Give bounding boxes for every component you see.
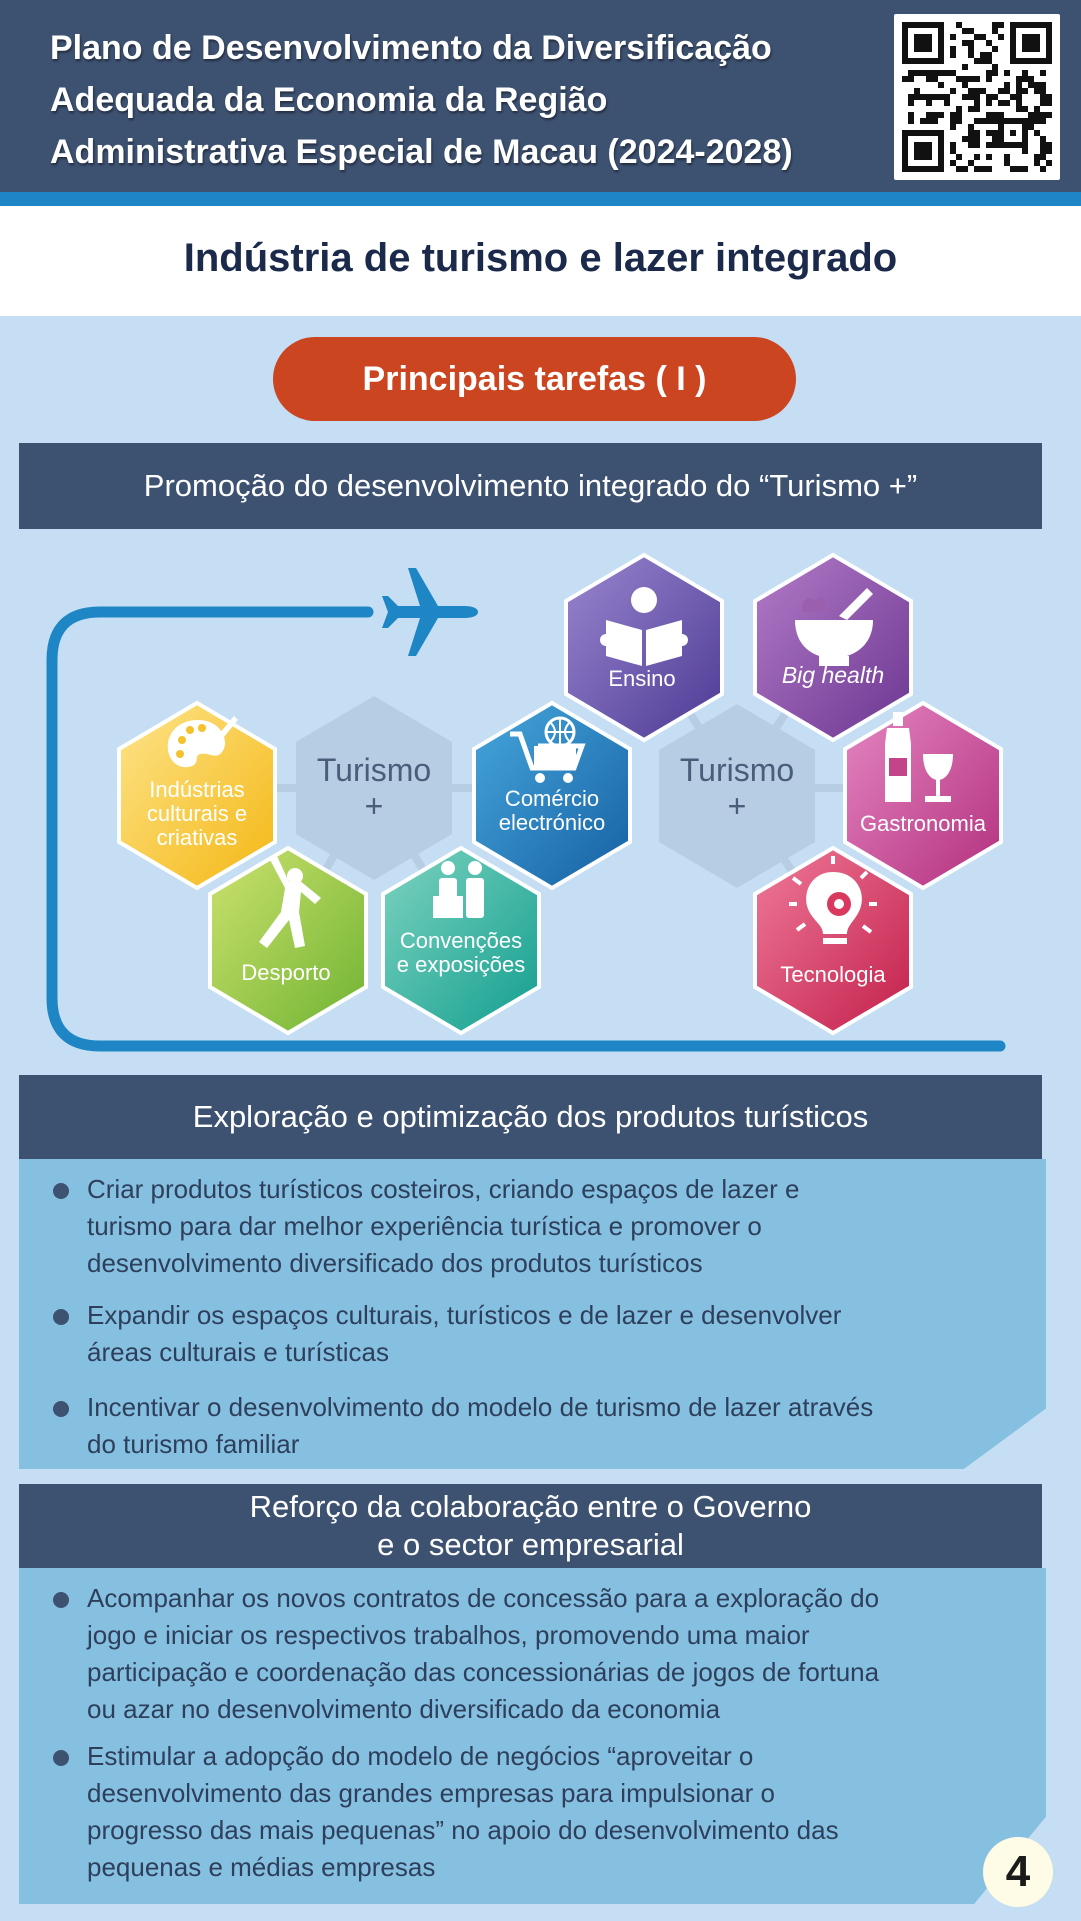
bullet-line: turismo para dar melhor experiência turí… <box>87 1211 762 1241</box>
tourism-plus-diagram: Turismo + Turismo + Indústrias culturais… <box>0 540 1081 1070</box>
cart-icon <box>510 716 586 783</box>
turismo-hub-left <box>296 696 452 880</box>
label-big-health: Big health <box>782 663 884 687</box>
label-tecnologia: Tecnologia <box>780 963 885 987</box>
hub-label-line: Turismo <box>679 752 795 788</box>
label-line: Big health <box>781 662 885 688</box>
label-line: Tecnologia <box>780 962 886 987</box>
bullet-line: Incentivar o desenvolvimento do modelo d… <box>87 1392 874 1422</box>
bullet-line: ou azar no desenvolvimento diversificado… <box>87 1694 721 1724</box>
label-line: e exposições <box>396 952 526 977</box>
bullet-line: Expandir os espaços culturais, turístico… <box>87 1300 842 1330</box>
hub-label-line: + <box>727 788 747 824</box>
main-tasks-pill: Principais tarefas ( I ) <box>273 337 796 421</box>
bullet-line: progresso das mais pequenas” no apoio do… <box>87 1815 839 1845</box>
turismo-hub-left-label: Turismo + <box>317 752 431 824</box>
label-line: Ensino <box>608 666 676 691</box>
bullet-line: participação e coordenação das concessio… <box>87 1657 880 1687</box>
hub-label-line: Turismo <box>316 752 432 788</box>
bullet-line: áreas culturais e turísticas <box>87 1337 390 1367</box>
label-cultural: Indústrias culturais e criativas <box>147 778 247 850</box>
bullet-item: Acompanhar os novos contratos de concess… <box>53 1580 1017 1728</box>
label-line: criativas <box>156 825 238 850</box>
label-desporto: Desporto <box>241 961 330 985</box>
hub-label-line: + <box>364 788 384 824</box>
bullet-item: Incentivar o desenvolvimento do modelo d… <box>53 1389 1017 1463</box>
bulb-gear-icon <box>789 856 877 944</box>
section-title: Indústria de turismo e lazer integrado <box>183 236 898 280</box>
qr-code-image <box>902 22 1052 172</box>
turismo-hub-right <box>659 704 815 888</box>
bullet-line: Estimular a adopção do modelo de negócio… <box>87 1741 754 1771</box>
bullet-line: Acompanhar os novos contratos de concess… <box>87 1583 880 1613</box>
bullet-line: pequenas e médias empresas <box>87 1852 436 1882</box>
label-line: Indústrias <box>149 777 245 802</box>
bullet-line: desenvolvimento diversificado dos produt… <box>87 1248 703 1278</box>
airplane-icon <box>382 568 478 656</box>
hex-cultural <box>117 700 277 891</box>
label-ensino: Ensino <box>608 667 675 691</box>
qr-code[interactable] <box>894 14 1060 180</box>
label-gastronomia: Gastronomia <box>860 812 986 836</box>
title-band <box>0 206 1081 316</box>
subsection-3-panel: Acompanhar os novos contratos de concess… <box>19 1568 1046 1904</box>
hex-convencoes <box>381 845 541 1036</box>
wine-icon <box>885 712 953 802</box>
athlete-icon <box>259 856 321 948</box>
subsection-3-title: Reforço da colaboração entre o Governo e… <box>19 1484 1042 1568</box>
title-line: Adequada da Economia da Região <box>50 81 608 119</box>
diagram-graphics <box>46 552 1006 1052</box>
subsection-2-title: Exploração e optimização dos produtos tu… <box>19 1075 1042 1159</box>
title-line: e o sector empresarial <box>377 1527 684 1562</box>
bullet-item: Estimular a adopção do modelo de negócio… <box>53 1738 1017 1886</box>
title-line: Plano de Desenvolvimento da Diversificaç… <box>50 29 772 67</box>
label-line: Desporto <box>241 960 331 985</box>
bullet-line: desenvolvimento das grandes empresas par… <box>87 1778 775 1808</box>
meeting-icon <box>433 861 484 918</box>
turismo-hub-right-label: Turismo + <box>680 752 794 824</box>
hex-comercio <box>472 700 632 891</box>
hex-ensino <box>564 552 724 743</box>
hex-gastronomia <box>843 700 1003 891</box>
label-line: Gastronomia <box>860 811 986 836</box>
title-line: Reforço da colaboração entre o Governo <box>249 1489 812 1524</box>
flight-path-frame <box>46 606 1006 1052</box>
document-title: Plano de Desenvolvimento da Diversificaç… <box>50 22 870 178</box>
label-line: Comércio <box>504 786 600 811</box>
label-comercio: Comércio electrónico <box>499 787 605 835</box>
bullet-item: Expandir os espaços culturais, turístico… <box>53 1297 1017 1371</box>
label-convencoes: Convenções e exposições <box>397 929 525 977</box>
mortar-icon <box>795 588 873 666</box>
bullet-line: Criar produtos turísticos costeiros, cri… <box>87 1174 800 1204</box>
label-line: culturais e <box>146 801 248 826</box>
label-line: electrónico <box>498 810 606 835</box>
bullet-line: do turismo familiar <box>87 1429 300 1459</box>
subsection-1-title: Promoção do desenvolvimento integrado do… <box>19 443 1042 529</box>
header-stripe <box>0 192 1081 206</box>
palette-icon <box>167 716 238 768</box>
bullet-line: jogo e iniciar os respectivos trabalhos,… <box>87 1620 810 1650</box>
subsection-2-panel: Criar produtos turísticos costeiros, cri… <box>19 1159 1046 1469</box>
label-line: Convenções <box>399 928 523 953</box>
reader-icon <box>600 587 688 666</box>
title-line: Administrativa Especial de Macau (2024-2… <box>50 133 793 171</box>
page-number: 4 <box>983 1837 1053 1907</box>
bullet-item: Criar produtos turísticos costeiros, cri… <box>53 1171 1017 1282</box>
hex-desporto <box>208 845 368 1036</box>
